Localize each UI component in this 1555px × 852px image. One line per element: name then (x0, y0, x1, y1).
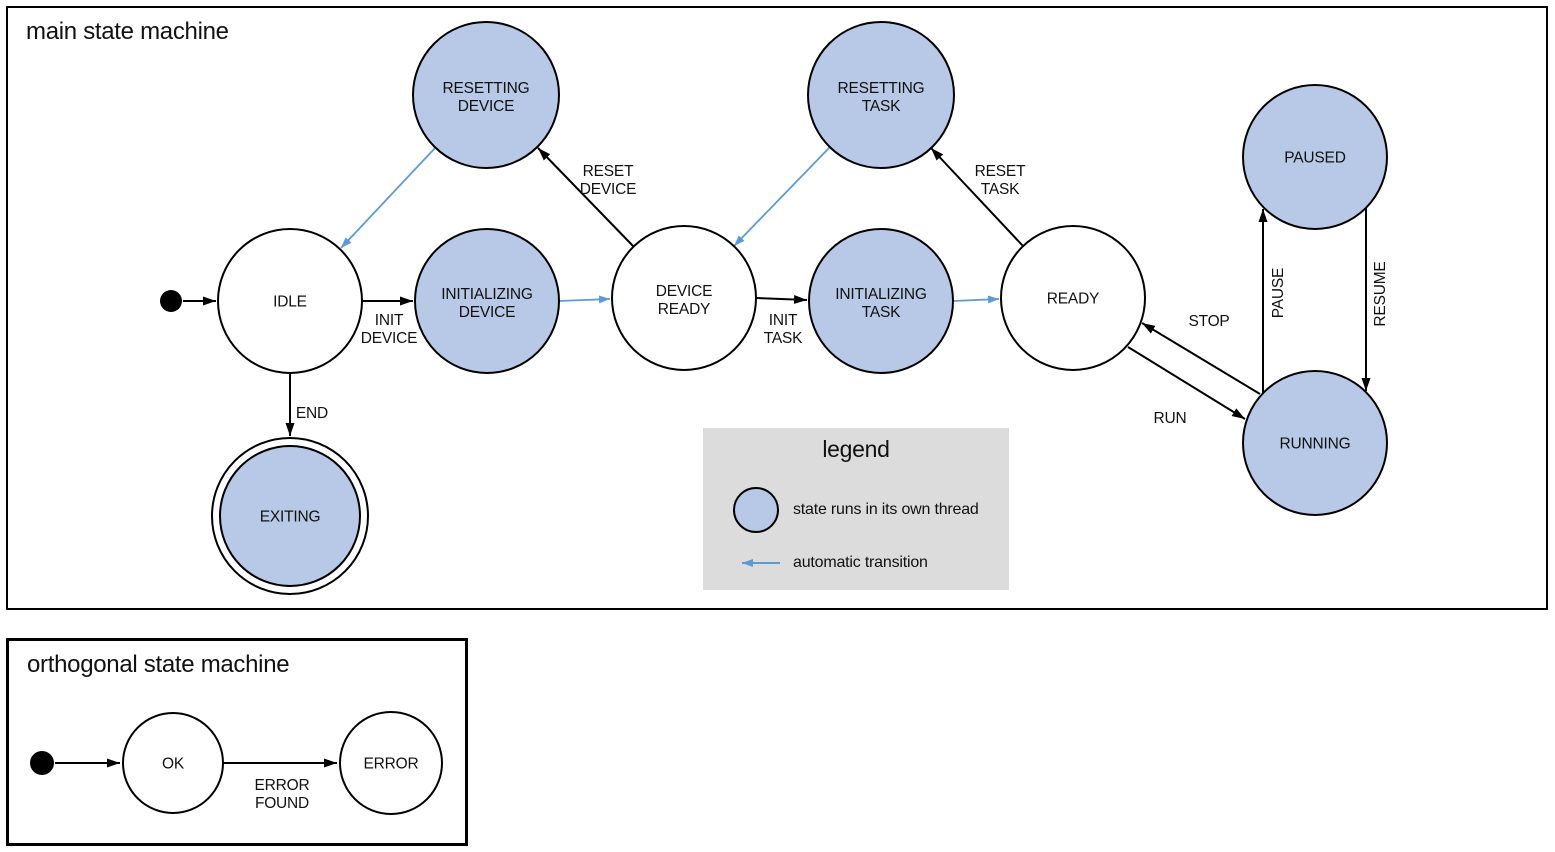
state-circle (807, 21, 955, 169)
transition-arrow (1127, 346, 1246, 420)
orthogonal-state-start (30, 751, 54, 775)
legend: legend state runs in its own thread auto… (703, 428, 1009, 590)
main-state-machine-title: main state machine (26, 18, 229, 45)
state-circle (611, 225, 757, 371)
main-state-machine-frame: main state machine (6, 6, 1548, 610)
transition-label: PAUSE (1270, 268, 1287, 318)
transition-arrow (755, 294, 808, 304)
state-circle (808, 228, 954, 374)
state-label: EXITING (260, 509, 321, 526)
transition-label: RESUME (1372, 261, 1389, 326)
state-circle (1242, 370, 1388, 516)
orthogonal-state-error: ERROR (339, 711, 443, 815)
main-transition-resetting-task-to-device-ready (733, 146, 831, 247)
main-state-paused: PAUSED (1242, 84, 1388, 230)
legend-title: legend (822, 436, 890, 462)
main-state-running: RUNNING (1242, 370, 1388, 516)
transition-arrow (1141, 322, 1261, 395)
transition-label: END (296, 405, 328, 422)
automatic-transition-arrow (733, 146, 831, 247)
main-transition-running-to-ready: STOP (1141, 313, 1261, 395)
automatic-transition-icon (742, 559, 780, 567)
state-label: IDLE (273, 294, 307, 311)
state-circle (1000, 225, 1146, 371)
main-state-ready: READY (1000, 225, 1146, 371)
main-transition-paused-to-running: RESUME (1361, 208, 1389, 391)
state-circle (339, 711, 443, 815)
main-transition-initializing-task-to-ready (952, 295, 1000, 304)
transition-arrow (930, 147, 1024, 247)
state-circle (1242, 84, 1388, 230)
transition-label: STOP (1188, 313, 1229, 330)
automatic-transition-arrow (340, 146, 437, 249)
orthogonal-state-ok: OK (122, 712, 224, 814)
state-label: OK (162, 756, 185, 773)
main-state-idle: IDLE (217, 228, 363, 374)
state-label: PAUSED (1284, 150, 1345, 167)
orthogonal-state-machine-title: orthogonal state machine (27, 651, 290, 678)
state-circle (122, 712, 224, 814)
transition-arrow (537, 147, 635, 248)
main-transition-resetting-device-to-idle (340, 146, 437, 249)
state-label: READY (1047, 291, 1099, 308)
automatic-transition-arrow (952, 295, 1000, 304)
legend-threaded-state-label: state runs in its own thread (793, 501, 979, 518)
state-label: RUNNING (1280, 436, 1351, 453)
automatic-transition-arrow (558, 295, 611, 304)
state-circle (219, 445, 361, 587)
initial-state-dot (160, 290, 182, 312)
state-label: ERROR (364, 756, 419, 773)
state-circle (412, 21, 560, 169)
main-state-start (160, 290, 182, 312)
threaded-state-icon (733, 487, 779, 533)
main-transition-running-to-paused: PAUSE (1258, 209, 1287, 393)
state-circle (217, 228, 363, 374)
transition-label: RUN (1154, 410, 1187, 427)
main-transition-ready-to-running: RUN (1127, 346, 1246, 427)
state-circle (414, 228, 560, 374)
main-transition-initializing-device-to-device-ready (558, 295, 611, 304)
main-state-exiting: EXITING (211, 437, 369, 595)
initial-state-dot (30, 751, 54, 775)
orthogonal-state-machine-frame: orthogonal state machine (6, 638, 468, 846)
main-transition-idle-to-exiting: END (285, 374, 328, 436)
legend-automatic-transition-label: automatic transition (793, 554, 928, 571)
